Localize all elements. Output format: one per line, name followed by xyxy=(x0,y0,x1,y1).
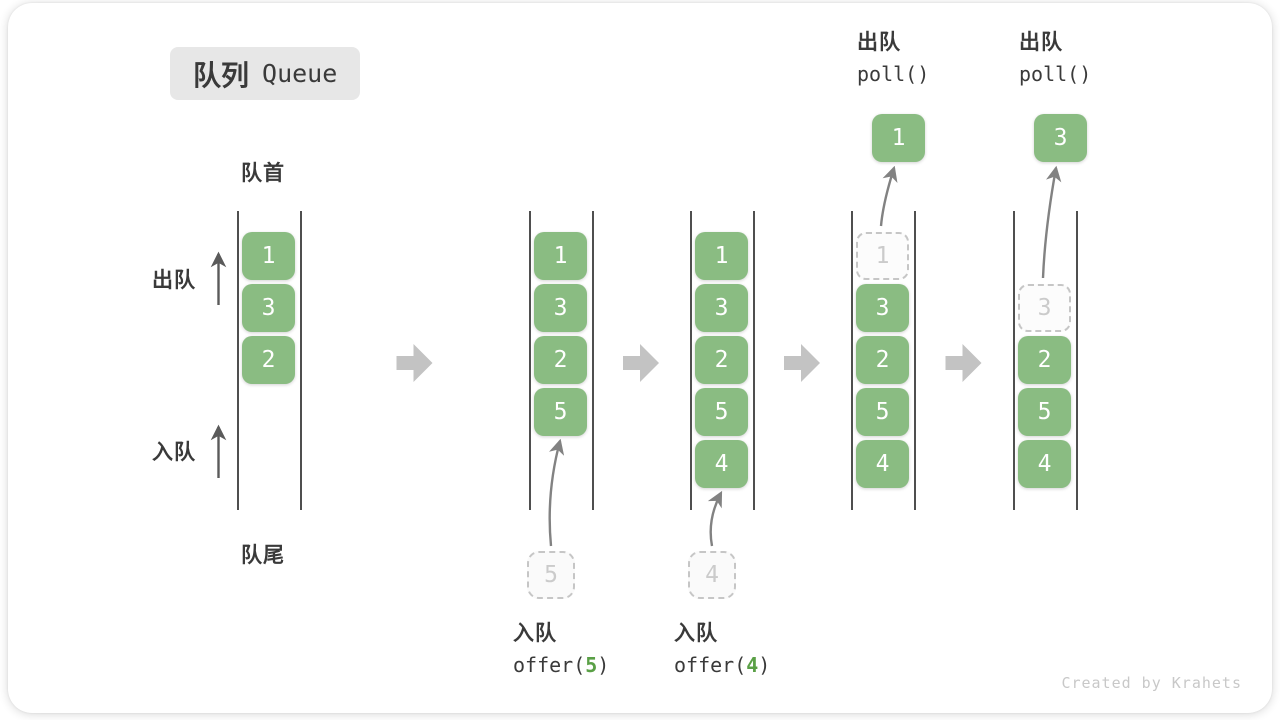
enqueue-op-label: 入队 offer(4) xyxy=(674,617,770,680)
queue-element: 1 xyxy=(695,232,748,280)
queue-wall-left xyxy=(1013,211,1015,510)
queue-wall-left xyxy=(529,211,531,510)
dequeued-slot: 3 xyxy=(1018,284,1071,332)
code-suffix: ) xyxy=(758,653,771,677)
enqueue-arrow xyxy=(548,438,565,547)
queue-wall-left xyxy=(237,211,239,510)
code-argument: 5 xyxy=(585,653,598,677)
queue-element: 4 xyxy=(856,440,909,488)
enqueue-side-label: 入队 xyxy=(152,441,196,464)
polled-element: 3 xyxy=(1034,114,1087,162)
queue-element: 5 xyxy=(1018,388,1071,436)
enqueue-op-title: 入队 xyxy=(513,622,557,645)
queue-wall-left xyxy=(851,211,853,510)
queue-element: 2 xyxy=(856,336,909,384)
enqueue-op-label: 入队 offer(5) xyxy=(513,617,609,680)
queue-element: 2 xyxy=(695,336,748,384)
queue-element: 3 xyxy=(534,284,587,332)
state-transition-arrow xyxy=(623,344,659,382)
queue-element: 5 xyxy=(695,388,748,436)
queue-element: 3 xyxy=(856,284,909,332)
state-transition-arrow xyxy=(396,344,433,382)
queue-wall-left xyxy=(690,211,692,510)
queue-rear-label: 队尾 xyxy=(241,544,285,567)
code-suffix: ) xyxy=(597,653,610,677)
state-transition-arrow xyxy=(784,344,820,382)
dequeue-op-title: 出队 xyxy=(1019,31,1063,54)
code-argument: 4 xyxy=(746,653,759,677)
watermark: Created by Krahets xyxy=(1061,674,1242,692)
enqueue-value-box: 4 xyxy=(688,551,736,599)
queue-wall-right xyxy=(1076,211,1078,510)
queue-element: 4 xyxy=(1018,440,1071,488)
queue-wall-right xyxy=(592,211,594,510)
queue-element: 2 xyxy=(242,336,295,384)
dequeue-arrow xyxy=(879,165,898,227)
queue-element: 3 xyxy=(242,284,295,332)
dequeue-op-code: poll() xyxy=(1019,62,1092,86)
queue-element: 1 xyxy=(242,232,295,280)
queue-wall-right xyxy=(914,211,916,510)
enqueue-op-code: offer(4) xyxy=(674,650,770,680)
queue-wall-right xyxy=(753,211,755,510)
dequeue-op-code: poll() xyxy=(857,62,930,86)
queue-element: 1 xyxy=(534,232,587,280)
title-en: Queue xyxy=(262,59,338,88)
enqueue-op-code: offer(5) xyxy=(513,650,609,680)
queue-front-label: 队首 xyxy=(241,162,285,185)
queue-element: 4 xyxy=(695,440,748,488)
queue-element: 5 xyxy=(534,388,587,436)
dequeue-op-title: 出队 xyxy=(857,31,901,54)
title-zh: 队列 xyxy=(193,59,250,91)
title-badge: 队列 Queue xyxy=(170,47,361,100)
dequeued-slot: 1 xyxy=(856,232,909,280)
polled-element: 1 xyxy=(872,114,925,162)
queue-element: 2 xyxy=(534,336,587,384)
state-transition-arrow xyxy=(945,344,982,382)
code-prefix: offer( xyxy=(674,653,747,677)
queue-element: 2 xyxy=(1018,336,1071,384)
code-prefix: offer( xyxy=(513,653,586,677)
dequeue-arrow xyxy=(1041,165,1062,279)
enqueue-value-box: 5 xyxy=(527,551,575,599)
queue-element: 5 xyxy=(856,388,909,436)
dequeue-op-label: 出队 poll() xyxy=(857,26,929,89)
dequeue-op-label: 出队 poll() xyxy=(1019,26,1091,89)
enqueue-arrow xyxy=(707,490,723,547)
queue-wall-right xyxy=(300,211,302,510)
queue-element: 3 xyxy=(695,284,748,332)
enqueue-op-title: 入队 xyxy=(674,622,718,645)
dequeue-side-label: 出队 xyxy=(152,269,196,292)
